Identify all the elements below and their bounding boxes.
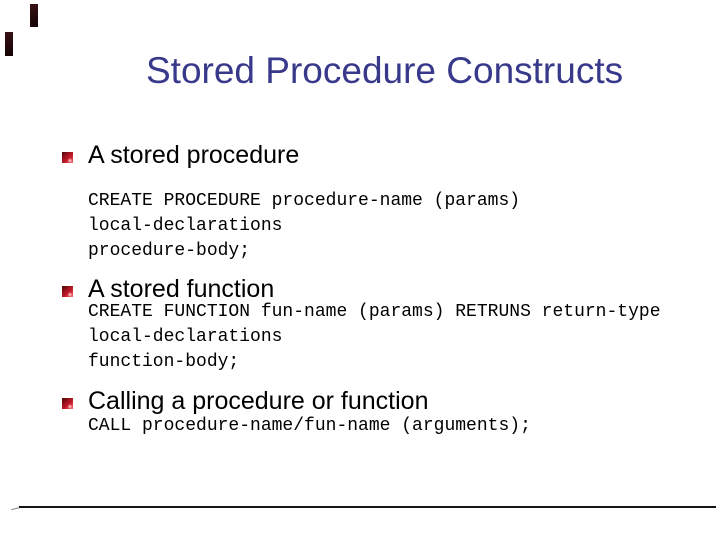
bottom-divider-line xyxy=(19,506,716,508)
corner-mark-icon xyxy=(30,4,38,27)
bullet-square-icon xyxy=(62,152,73,163)
bullet-square-icon xyxy=(62,286,73,297)
code-block: CREATE FUNCTION fun-name (params) RETRUN… xyxy=(88,300,661,375)
code-line: local-declarations xyxy=(88,327,283,347)
bullet-square-icon xyxy=(62,398,73,409)
code-line: CALL procedure-name/fun-name (arguments)… xyxy=(88,416,531,436)
section-heading: A stored function xyxy=(88,275,275,303)
section-heading: Calling a procedure or function xyxy=(88,387,429,415)
code-block: CREATE PROCEDURE procedure-name (params)… xyxy=(88,189,520,264)
code-line: local-declarations xyxy=(88,216,283,236)
slide-title: Stored Procedure Constructs xyxy=(146,50,624,91)
code-block: CALL procedure-name/fun-name (arguments)… xyxy=(88,414,531,439)
code-line: CREATE FUNCTION fun-name (params) RETRUN… xyxy=(88,302,661,322)
code-line: function-body; xyxy=(88,352,240,372)
code-line: procedure-body; xyxy=(88,241,251,261)
section-heading: A stored procedure xyxy=(88,141,300,169)
code-line: CREATE PROCEDURE procedure-name (params) xyxy=(88,191,521,211)
corner-mark-icon xyxy=(5,32,13,56)
